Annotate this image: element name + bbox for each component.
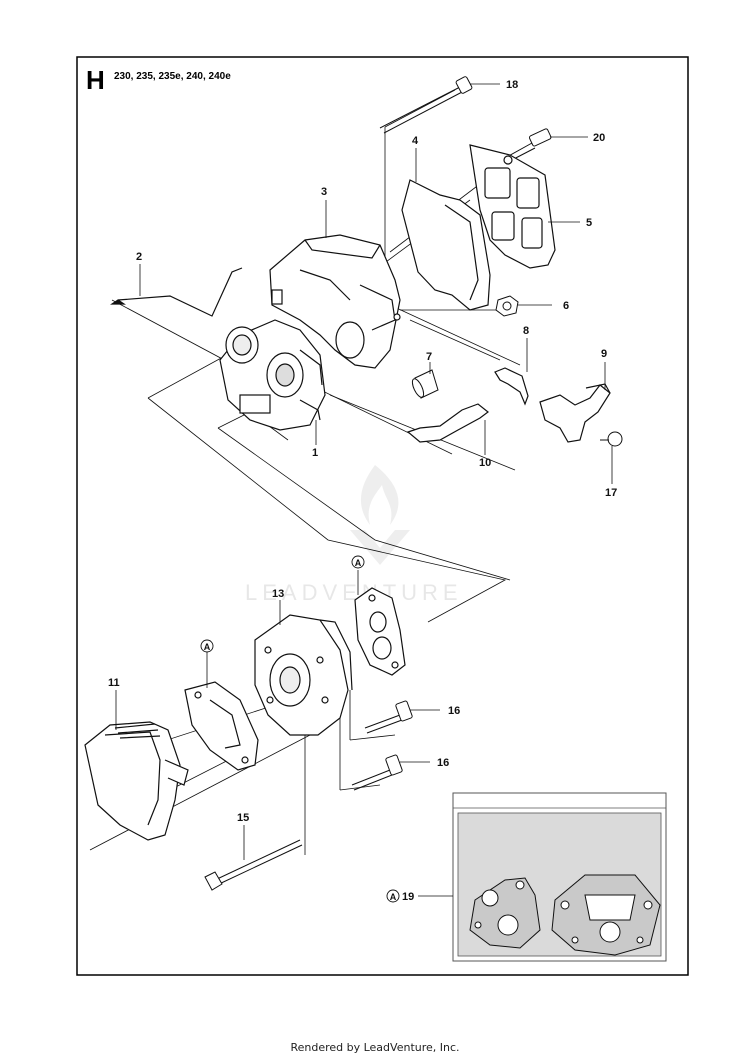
diagram-frame <box>76 56 689 976</box>
part-18-screw <box>379 76 473 134</box>
callout-3: 3 <box>321 186 327 198</box>
marker-a-lower: A <box>200 639 214 653</box>
svg-text:LEADVENTURE: LEADVENTURE <box>245 580 463 605</box>
svg-text:A: A <box>390 892 397 902</box>
part-5-filter-frame <box>469 144 556 269</box>
part-4-air-filter <box>401 179 491 311</box>
part-9-throttle-trigger <box>539 383 611 443</box>
callout-19: 19 <box>402 891 414 903</box>
part-16-bolt-upper <box>364 700 413 734</box>
part-gasket-a-upper <box>354 587 406 676</box>
callout-1: 1 <box>312 447 318 459</box>
svg-text:A: A <box>355 558 362 568</box>
callout-7: 7 <box>426 351 432 363</box>
part-17-screw <box>600 431 623 447</box>
section-letter: H <box>86 65 105 95</box>
callout-17: 17 <box>605 487 617 499</box>
callout-15: 15 <box>237 812 249 824</box>
marker-a-upper: A <box>351 555 365 569</box>
part-1-carburetor <box>219 319 326 431</box>
part-16-bolt-lower <box>351 754 403 791</box>
marker-a-inset: A <box>386 889 400 903</box>
callout-20: 20 <box>593 132 605 144</box>
callout-6: 6 <box>563 300 569 312</box>
part-15-long-bolt <box>204 839 303 891</box>
callout-16-lower: 16 <box>437 757 449 769</box>
part-11-heat-shield <box>84 721 189 841</box>
callout-5: 5 <box>586 217 592 229</box>
callout-11: 11 <box>108 677 120 689</box>
model-list: 230, 235, 235e, 240, 240e <box>114 71 231 82</box>
part-13-intake-adapter <box>254 614 353 736</box>
callout-16-upper: 16 <box>448 705 460 717</box>
gasket-kit-inset <box>452 792 667 962</box>
callout-13: 13 <box>272 588 284 600</box>
part-gasket-a-lower <box>184 681 259 771</box>
part-6-nut <box>495 295 519 317</box>
part-3-cover <box>269 234 401 369</box>
svg-text:A: A <box>204 642 211 652</box>
part-10-choke-link <box>406 403 489 443</box>
watermark-logo: LEADVENTURE <box>245 465 463 605</box>
callout-9: 9 <box>601 348 607 360</box>
footer-credit: Rendered by LeadVenture, Inc. <box>290 1041 460 1054</box>
callout-leaders <box>115 83 613 897</box>
callout-2: 2 <box>136 251 142 263</box>
part-8-link <box>494 367 529 406</box>
callout-10: 10 <box>479 457 491 469</box>
part-7-bushing <box>411 369 439 399</box>
callout-18: 18 <box>506 79 518 91</box>
callout-8: 8 <box>523 325 529 337</box>
callout-4: 4 <box>412 135 419 147</box>
part-2-throttle-rod <box>110 267 243 317</box>
